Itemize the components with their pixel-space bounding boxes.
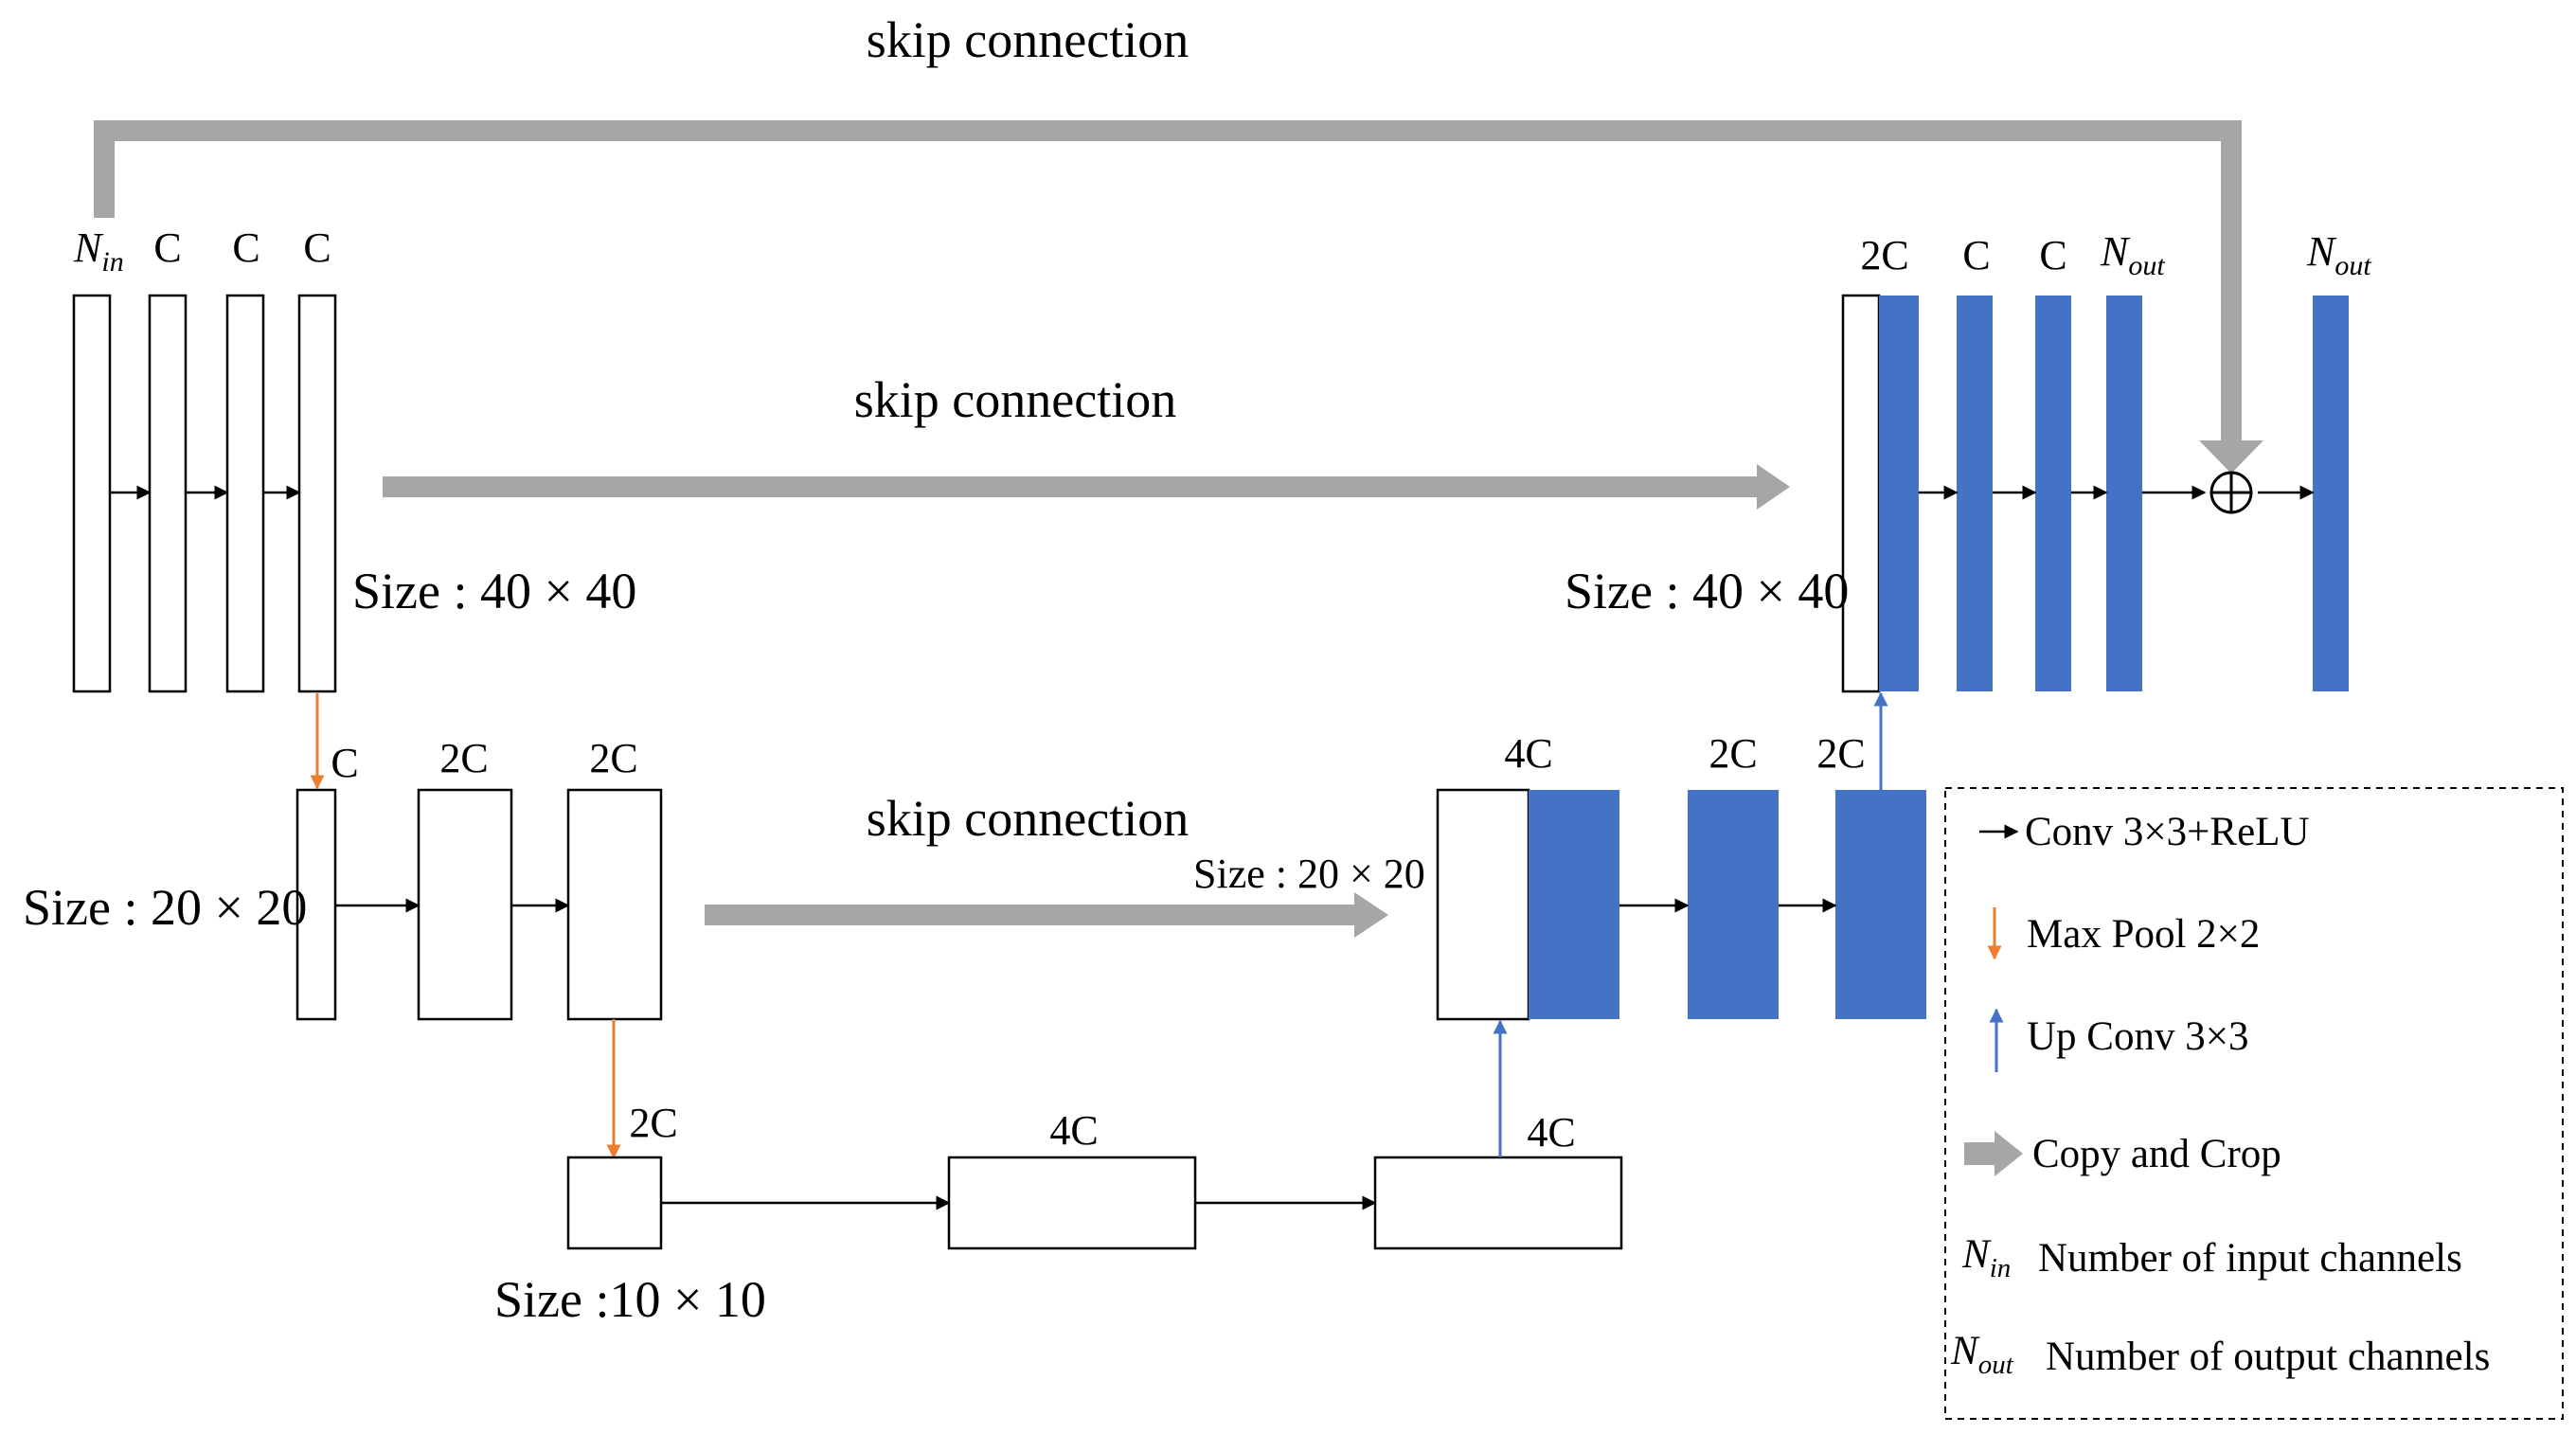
channel-label: C [153, 224, 181, 271]
dec1-copied-block [1841, 294, 1881, 693]
dec2-upconv-block [1529, 790, 1619, 1019]
dec1-upconv-block [1879, 296, 1919, 691]
channel-label: C [1962, 232, 1990, 278]
skip-connection-label-level2: skip connection [867, 790, 1189, 847]
n-out-label: Nout [2100, 228, 2165, 281]
dec2-block-2 [1835, 790, 1926, 1019]
input-block [72, 294, 112, 693]
channel-label: C [331, 740, 358, 786]
channel-label: 4C [1049, 1107, 1098, 1154]
encoder-level-2 [295, 788, 663, 1021]
channel-label: C [2039, 232, 2066, 278]
sum-node [2209, 471, 2253, 514]
enc2-block-1 [295, 788, 337, 1021]
level2-skip-connection [705, 892, 1388, 938]
legend-frame [1944, 787, 2564, 1420]
legend: Conv 3×3+ReLU Max Pool 2×2 Up Conv 3×3 C… [1944, 787, 2564, 1420]
size-label-enc-20: Size : 20 × 20 [23, 879, 307, 936]
bottleneck-level [566, 1156, 1623, 1250]
size-label-dec-40: Size : 40 × 40 [1565, 563, 1849, 619]
size-label-bottom-10: Size :10 × 10 [494, 1271, 766, 1328]
channel-label: C [232, 224, 259, 271]
decoder-level-2 [1436, 788, 1926, 1021]
skip-connection-label-level1: skip connection [854, 371, 1176, 428]
bottleneck-block-3 [1373, 1156, 1623, 1250]
enc1-block-1 [148, 294, 188, 693]
channel-label: C [303, 224, 331, 271]
bottleneck-block-1 [566, 1156, 663, 1250]
enc1-block-2 [225, 294, 265, 693]
encoder-level-1 [72, 294, 337, 693]
channel-label: 2C [629, 1100, 677, 1146]
channel-label: 2C [589, 735, 637, 781]
dec1-block-3 [2106, 296, 2142, 691]
legend-up-label: Up Conv 3×3 [2027, 1014, 2248, 1059]
size-label-enc-40: Size : 40 × 40 [352, 563, 636, 619]
bottleneck-block-2 [947, 1156, 1197, 1250]
decoder-level-1 [1841, 294, 2349, 693]
channel-label: 2C [1860, 232, 1908, 278]
channel-label: 2C [1708, 730, 1757, 777]
n-out-label: Nout [2306, 228, 2371, 281]
legend-n-out-label: Number of output channels [2046, 1335, 2490, 1379]
enc2-block-3 [566, 788, 663, 1021]
channel-label: 2C [1816, 730, 1865, 777]
size-label-dec-20: Size : 20 × 20 [1193, 851, 1425, 897]
enc1-block-3 [297, 294, 337, 693]
legend-conv-label: Conv 3×3+ReLU [2025, 810, 2310, 854]
legend-copy-label: Copy and Crop [2032, 1132, 2281, 1176]
output-block [2313, 296, 2349, 691]
enc2-block-2 [417, 788, 513, 1021]
skip-connection-label-top: skip connection [867, 11, 1189, 68]
dec2-block-1 [1688, 790, 1779, 1019]
legend-pool-label: Max Pool 2×2 [2027, 912, 2260, 957]
level1-skip-connection [383, 464, 1790, 510]
legend-n-out-symbol: Nout [1950, 1329, 2014, 1380]
top-skip-connection [94, 120, 2263, 474]
n-in-label: Nin [73, 224, 124, 278]
dec1-block-2 [2035, 296, 2071, 691]
channel-label: 2C [439, 735, 488, 781]
dec2-copied-block [1436, 788, 1530, 1021]
channel-label: 4C [1504, 730, 1552, 777]
channel-label: 4C [1527, 1109, 1575, 1156]
legend-n-in-symbol: Nin [1961, 1232, 2011, 1283]
dec1-block-1 [1957, 296, 1993, 691]
legend-n-in-label: Number of input channels [2038, 1236, 2462, 1281]
legend-copy-arrow [1964, 1131, 2023, 1176]
